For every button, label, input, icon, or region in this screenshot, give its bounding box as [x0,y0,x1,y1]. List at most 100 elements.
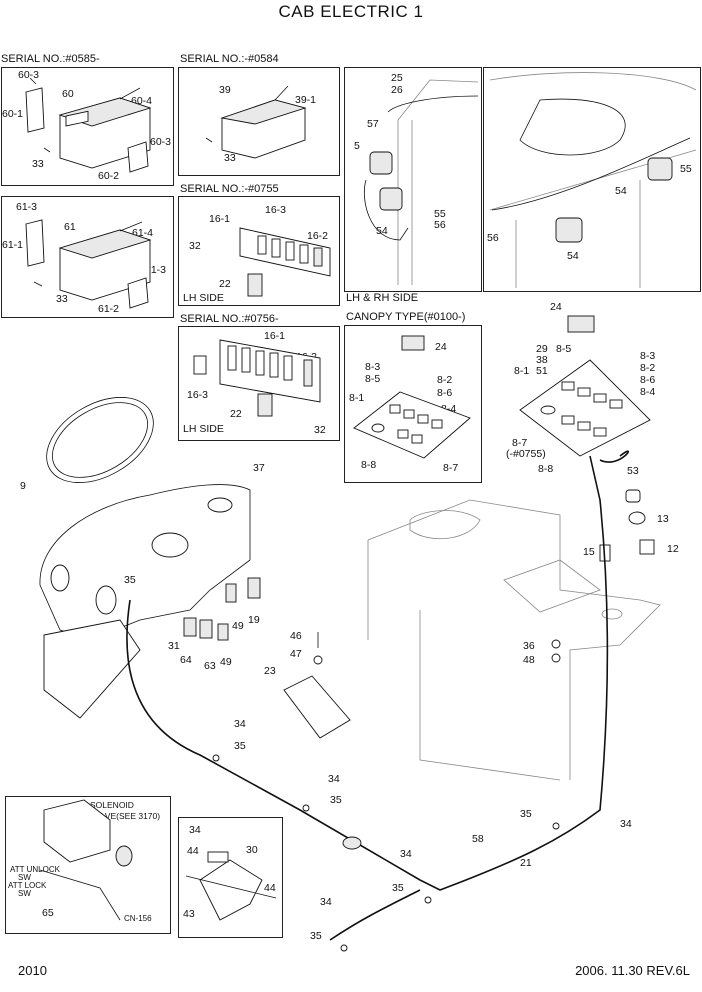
callout: 16-1 [209,213,231,225]
callout: 22 [219,278,231,290]
callout: 23 [264,665,276,677]
callout: 8-7 [512,437,528,449]
callout: 24 [550,301,562,313]
callout: 65 [42,907,54,919]
lamps-caption: LH & RH SIDE [346,292,419,304]
callout: 61-1 [2,239,24,251]
callout: 56 [487,232,499,244]
callout: 8-8 [361,459,377,471]
callout: 13 [657,513,669,525]
footer-revision: 2006. 11.30 REV.6L [575,963,690,978]
ring-9-drawing [46,397,154,483]
callout: 58 [472,833,484,845]
callout: 34 [328,773,340,785]
side-label: LH SIDE [183,292,224,304]
callout: 46 [290,630,302,642]
callout: 16-2 [307,230,329,242]
callout: 12 [667,543,679,555]
callout: 8-8 [538,463,554,475]
callout: 60 [62,88,74,100]
callout: 57 [367,118,379,130]
callout: 44 [187,845,199,857]
callout: 22 [230,408,242,420]
callout: 64 [180,654,192,666]
callout: 34 [620,818,632,830]
inset-switch-b-label: SERIAL NO.:#0756- [180,313,279,325]
callout: 39 [219,84,231,96]
callout: 24 [435,341,447,353]
callout: 8-3 [640,350,656,362]
lamps-lh-drawing [363,79,479,285]
canopy-panel-drawing [353,335,471,459]
callout: 61 [64,221,76,233]
callout: 61-3 [16,201,38,213]
callout: 15 [583,546,595,558]
inset-radio-c-label: SERIAL NO.:-#0584 [180,53,279,65]
solenoid-drawing [39,799,133,921]
callout: 8-5 [365,373,381,385]
lamps-rh-drawing [489,72,697,288]
callout: 54 [376,225,388,237]
callout: 8-7 [443,462,459,474]
callout: 34 [189,824,201,836]
callout: 60-3 [18,69,40,81]
callout: 8-6 [437,387,453,399]
callout: 25 [391,72,403,84]
side-label: LH SIDE [183,423,224,435]
callout: 34 [320,896,332,908]
callout: 30 [246,844,258,856]
callout: 34 [234,718,246,730]
switch-a-drawing [239,227,331,297]
callout: 35 [124,574,136,586]
callout: 56 [434,219,446,231]
overhead-panel-drawing [519,315,651,457]
callout: 21 [520,857,532,869]
harness-drawing [126,450,630,952]
callout: (-#0755) [506,448,546,460]
callout: 8-3 [365,361,381,373]
callout: 43 [183,908,195,920]
right-parts-drawing [551,489,655,663]
callout: 54 [567,250,579,262]
callout: ATT LOCK [8,881,47,890]
callout: 61-2 [98,303,120,315]
pedal-drawing [283,632,351,739]
callout: 32 [189,240,201,252]
callout: 9 [20,480,26,492]
callout: 47 [290,648,302,660]
callout: 44 [264,882,276,894]
sheet-title: CAB ELECTRIC 1 [278,2,424,21]
callout: 39-1 [295,94,317,106]
callout: ATT UNLOCK [10,865,60,874]
inset-solenoid: SOLENOID VALVE(SEE 3170) ATT UNLOCK SW A… [5,796,171,934]
inset-radio-a-label: SERIAL NO.:#0585- [1,53,100,65]
callout: 35 [392,882,404,894]
inset-lamps-lh: 25 26 57 5 55 56 54 [344,67,482,292]
callout: 34 [400,848,412,860]
canopy-label: CANOPY TYPE(#0100-) [346,311,466,323]
inset-lamps-rh: 55 54 56 54 [483,67,701,292]
callout: 35 [234,740,246,752]
callout: 49 [232,620,244,632]
callout: 29 [536,343,548,355]
callout: 60-3 [150,136,172,148]
callout: 53 [627,465,639,477]
callout: 8-2 [437,374,453,386]
callout: 8-6 [640,374,656,386]
callout: 49 [220,656,232,668]
footer-page-number: 2010 [18,963,47,978]
callout: 8-1 [514,365,530,377]
callout: 19 [248,614,260,626]
callout: 26 [391,84,403,96]
callout: 16-3 [265,204,287,216]
callout: 55 [680,163,692,175]
callout: 8-5 [556,343,572,355]
cab-floor-drawing [367,499,661,781]
radio-a-drawing [25,77,152,173]
pedal-detail-drawing [185,851,277,921]
callout: 38 [536,354,548,366]
switch-b-drawing [193,339,321,417]
callout: 51 [536,365,548,377]
callout: 33 [56,293,68,305]
callout: 35 [520,808,532,820]
